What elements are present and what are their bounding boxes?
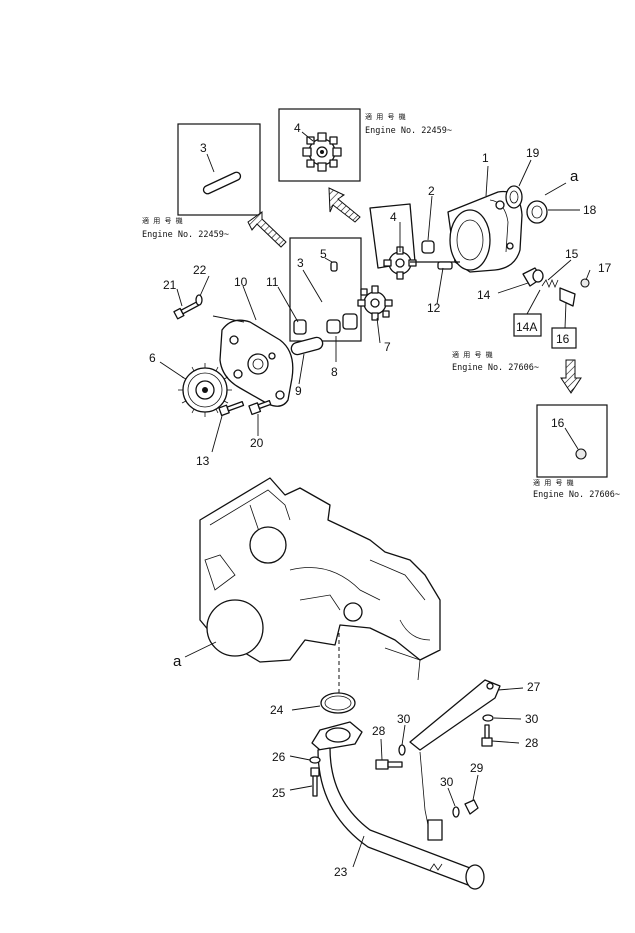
callout-29: 29 (470, 761, 484, 775)
callout-27: 27 (527, 680, 541, 694)
seal-ring-18 (526, 200, 548, 224)
svg-text:Engine No. 27606~: Engine No. 27606~ (533, 490, 620, 500)
engine-block (199, 477, 441, 681)
callout-30: 30 (397, 712, 411, 726)
callout-25: 25 (272, 786, 286, 800)
callout-28: 28 (372, 724, 386, 738)
rotor-gear-icon (302, 132, 342, 172)
svg-text:適 用 号 機: 適 用 号 機 (365, 112, 407, 121)
applicability-arrow-icon (247, 187, 582, 394)
callout-26: 26 (272, 750, 286, 764)
callout-5: 5 (320, 247, 327, 261)
callout-a-top: a (570, 168, 579, 185)
callout-6: 6 (149, 351, 156, 365)
callout-10: 10 (234, 275, 248, 289)
callout-1: 1 (482, 151, 489, 165)
pump-cover-10 (219, 319, 294, 407)
callout-24: 24 (270, 703, 284, 717)
callout-16-inset: 16 (551, 416, 565, 430)
callout-20: 20 (250, 436, 264, 450)
callout-9: 9 (295, 384, 302, 398)
callout-7: 7 (384, 340, 391, 354)
o-ring-24 (320, 692, 356, 714)
callout-4-inset: 4 (294, 121, 301, 135)
rotor-part-7 (357, 285, 393, 321)
callout-28-right: 28 (525, 736, 539, 750)
callout-8: 8 (331, 365, 338, 379)
callout-11: 11 (266, 275, 279, 289)
pump-body-part (447, 190, 523, 273)
callout-14: 14 (477, 288, 491, 302)
callout-30-right: 30 (525, 712, 539, 726)
spring-14a (541, 278, 559, 289)
seal-ring-19 (505, 185, 523, 209)
svg-text:適 用 号 機: 適 用 号 機 (452, 350, 494, 359)
plug-16 (559, 287, 576, 307)
inset-box-part-4: 4 (278, 108, 361, 182)
note-engine-22459-top: 適 用 号 機 Engine No. 22459~ (365, 112, 452, 136)
note-engine-27606-mid: 適 用 号 機 Engine No. 27606~ (452, 350, 539, 373)
svg-text:Engine No. 27606~: Engine No. 27606~ (452, 363, 539, 373)
inset-box-part-3: 3 (177, 123, 261, 216)
callout-30-lower: 30 (440, 775, 454, 789)
relief-valve-14 (522, 267, 544, 287)
inset-box-part-16: 16 (536, 404, 608, 478)
svg-text:適 用 号 機: 適 用 号 機 (142, 216, 184, 225)
callout-15: 15 (565, 247, 579, 261)
svg-text:Engine No. 22459~: Engine No. 22459~ (142, 230, 229, 240)
callout-16: 16 (556, 332, 570, 346)
drive-gear-6 (178, 363, 232, 417)
note-engine-22459-left: 適 用 号 機 Engine No. 22459~ (142, 216, 229, 240)
callout-a-engine: a (173, 653, 182, 670)
svg-text:適 用 号 機: 適 用 号 機 (533, 478, 575, 487)
callout-13: 13 (196, 454, 210, 468)
callout-3: 3 (297, 256, 304, 270)
callout-4: 4 (390, 210, 397, 224)
bracket-27 (409, 679, 501, 841)
bolt-25 (309, 756, 321, 797)
callout-18: 18 (583, 203, 597, 217)
callout-19: 19 (526, 146, 540, 160)
note-engine-27606-bottom: 適 用 号 機 Engine No. 27606~ (533, 478, 620, 500)
callout-23: 23 (334, 865, 348, 879)
callout-17: 17 (598, 261, 612, 275)
rotor-part-4 (369, 203, 417, 280)
svg-text:Engine No. 22459~: Engine No. 22459~ (365, 126, 452, 136)
callout-2: 2 (428, 184, 435, 198)
callout-22: 22 (193, 263, 207, 277)
callout-14a: 14A (516, 320, 537, 334)
callout-21: 21 (163, 278, 177, 292)
callout-3-inset: 3 (200, 141, 207, 155)
suction-pipe-23 (311, 721, 485, 890)
callout-12: 12 (427, 301, 441, 315)
plug-17 (580, 278, 590, 288)
bushing-2 (421, 240, 435, 254)
